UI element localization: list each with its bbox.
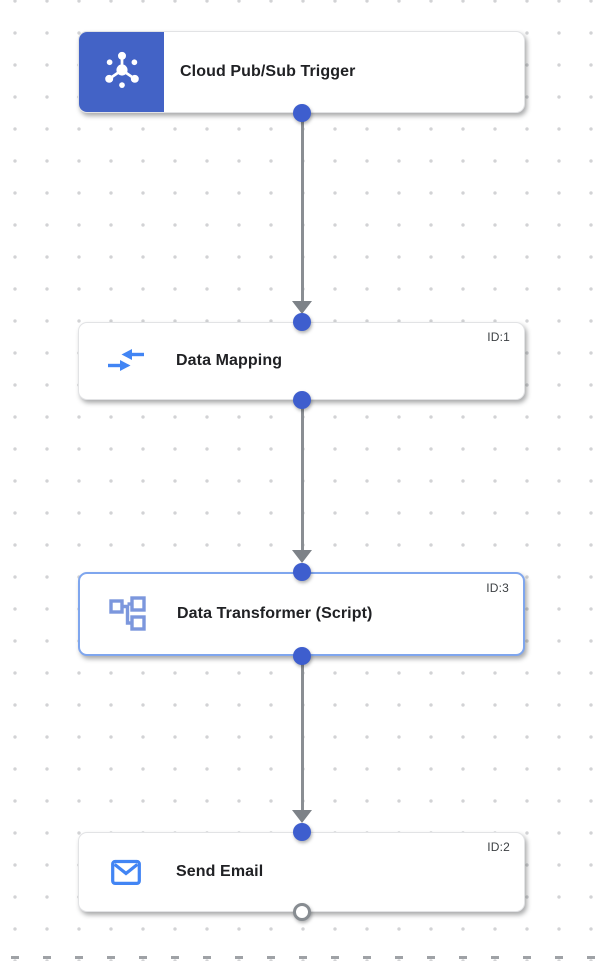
node-title: Send Email — [176, 863, 264, 880]
edge-arrowhead-icon — [292, 550, 312, 563]
output-port[interactable] — [293, 391, 311, 409]
node-title: Data Transformer (Script) — [177, 605, 373, 622]
node-send-email[interactable]: ID:2 Send Email — [78, 832, 525, 912]
node-cloud-pubsub-trigger[interactable]: Cloud Pub/Sub Trigger — [78, 31, 525, 113]
edge-arrowhead-icon — [292, 810, 312, 823]
input-port[interactable] — [293, 823, 311, 841]
node-id-badge: ID:2 — [487, 840, 510, 854]
pubsub-trigger-icon — [101, 49, 143, 96]
send-email-icon — [103, 850, 149, 894]
grid-major-row — [0, 956, 612, 959]
node-data-transformer-script[interactable]: ID:3 Data Transformer (Script) — [78, 572, 525, 656]
output-port[interactable] — [293, 647, 311, 665]
input-port[interactable] — [293, 563, 311, 581]
edge-arrowhead-icon — [292, 301, 312, 314]
output-port[interactable] — [293, 104, 311, 122]
edge-line[interactable] — [300, 656, 304, 811]
trigger-icon-block — [79, 32, 164, 112]
node-id-badge: ID:1 — [487, 330, 510, 344]
data-transformer-icon — [104, 592, 150, 636]
unconnected-output-port[interactable] — [293, 903, 311, 921]
node-title: Cloud Pub/Sub Trigger — [180, 63, 356, 80]
data-mapping-icon — [103, 339, 149, 383]
node-data-mapping[interactable]: ID:1 Data Mapping — [78, 322, 525, 400]
node-title: Data Mapping — [176, 352, 283, 369]
edge-line[interactable] — [300, 113, 304, 302]
input-port[interactable] — [293, 313, 311, 331]
edge-line[interactable] — [300, 400, 304, 551]
node-id-badge: ID:3 — [486, 581, 509, 595]
